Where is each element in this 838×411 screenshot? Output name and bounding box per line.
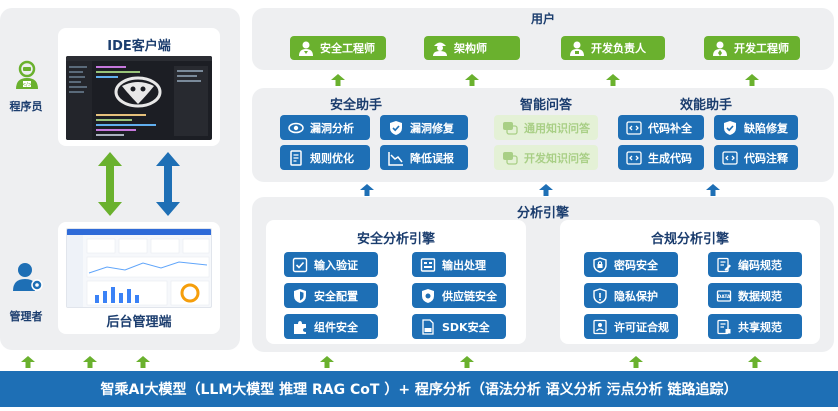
- defect-fix-button[interactable]: 缺陷修复: [714, 115, 798, 140]
- ide-title: IDE客户端: [107, 39, 171, 54]
- shield-alert-icon: [592, 287, 608, 304]
- shield-check-icon: [388, 120, 404, 136]
- sync-arrow-green: [98, 152, 122, 216]
- chat-icon: [502, 150, 518, 166]
- crypto-security-button[interactable]: 密码安全: [584, 252, 678, 277]
- coding-standard-button[interactable]: 编码规范: [708, 252, 802, 277]
- arrow-up-icon: [539, 184, 553, 196]
- engine-title: 分析引擎: [516, 206, 569, 221]
- user-security-engineer[interactable]: 安全工程师: [290, 36, 386, 60]
- code-completion-button[interactable]: 代码补全: [618, 115, 704, 140]
- vuln-fix-button[interactable]: 漏洞修复: [380, 115, 468, 140]
- engineer-icon: [298, 40, 314, 56]
- code-icon: [626, 150, 642, 166]
- checkbox-icon: [292, 257, 308, 273]
- user-label: 开发工程师: [734, 42, 789, 55]
- user-label: 安全工程师: [320, 42, 375, 55]
- admin-label: 管理者: [9, 310, 43, 323]
- user-developer[interactable]: 开发工程师: [704, 36, 800, 60]
- ide-screenshot: [66, 56, 212, 140]
- sharing-standard-button[interactable]: 共享规范: [708, 314, 802, 339]
- shield-icon: [292, 288, 308, 304]
- arrow-up-icon: [21, 356, 35, 368]
- arrow-up-icon: [331, 74, 345, 86]
- license-compliance-button[interactable]: 许可证合规: [584, 314, 678, 339]
- backend-title: 后台管理端: [106, 315, 172, 330]
- admin-gear-icon: [12, 262, 44, 292]
- users-title: 用户: [530, 12, 555, 26]
- user-label: 架构师: [454, 42, 487, 55]
- arrow-up-icon: [320, 356, 334, 368]
- user-label: 开发负责人: [591, 42, 646, 55]
- data-standard-button[interactable]: DATA 数据规范: [708, 283, 802, 308]
- data-box-icon: DATA: [716, 288, 732, 304]
- generate-code-button[interactable]: 生成代码: [618, 145, 704, 170]
- security-engine-title: 安全分析引擎: [356, 232, 435, 247]
- efficiency-assistant-title: 效能助手: [679, 98, 732, 113]
- code-icon: [626, 120, 642, 136]
- input-validation-button[interactable]: 输入验证: [284, 252, 378, 277]
- arrow-up-icon: [460, 356, 474, 368]
- chart-down-icon: [388, 150, 404, 166]
- chat-icon: [502, 120, 518, 136]
- output-handling-button[interactable]: 输出处理: [412, 252, 506, 277]
- user-architect[interactable]: 架构师: [424, 36, 520, 60]
- svg-text:</>: </>: [22, 82, 32, 88]
- code-comment-button[interactable]: 代码注释: [714, 145, 798, 170]
- arrow-up-icon: [136, 356, 150, 368]
- arrow-up-icon: [748, 356, 762, 368]
- output-icon: [420, 257, 436, 273]
- dev-qa-button[interactable]: 开发知识问答: [494, 145, 598, 170]
- qa-title: 智能问答: [519, 98, 572, 113]
- arrow-up-icon: [706, 184, 720, 196]
- doc-edit-icon: [716, 257, 732, 273]
- developer-icon: [712, 40, 728, 56]
- programmer-label: 程序员: [9, 100, 43, 113]
- dev-lead-icon: [569, 40, 585, 56]
- arrow-up-icon: [606, 74, 620, 86]
- vuln-analysis-button[interactable]: 漏洞分析: [280, 115, 370, 140]
- code-icon: [722, 150, 738, 166]
- general-qa-button[interactable]: 通用知识问答: [494, 115, 598, 140]
- supply-chain-button[interactable]: 供应链安全: [412, 283, 506, 308]
- sdk-file-icon: [420, 318, 436, 335]
- doc-lock-icon: [716, 319, 732, 335]
- arrow-up-icon: [745, 74, 759, 86]
- shield-check-icon: [722, 120, 738, 136]
- svg-text:DATA: DATA: [717, 294, 731, 300]
- foundation-bar: 智乘AI大模型（LLM大模型 推理 RAG CoT ）+ 程序分析（语法分析 语…: [0, 371, 838, 407]
- puzzle-icon: [292, 319, 308, 335]
- rule-optimize-button[interactable]: 规则优化: [280, 145, 370, 170]
- reduce-false-positive-button[interactable]: 降低误报: [380, 145, 468, 170]
- arrow-up-icon: [629, 356, 643, 368]
- compliance-engine-title: 合规分析引擎: [650, 232, 729, 247]
- lock-shield-icon: [592, 256, 608, 273]
- arrow-up-icon: [83, 356, 97, 368]
- architect-icon: [432, 40, 448, 56]
- privacy-button[interactable]: 隐私保护: [584, 283, 678, 308]
- sdk-security-button[interactable]: SDK安全: [412, 314, 506, 339]
- eye-icon: [288, 120, 304, 136]
- security-assistant-title: 安全助手: [329, 98, 382, 113]
- arrow-up-icon: [465, 74, 479, 86]
- shield-gear-icon: [420, 288, 436, 304]
- user-dev-lead[interactable]: 开发负责人: [561, 36, 665, 60]
- backend-screenshot: [66, 228, 212, 308]
- security-config-button[interactable]: 安全配置: [284, 283, 378, 308]
- sync-arrow-blue: [156, 152, 180, 216]
- component-security-button[interactable]: 组件安全: [284, 314, 378, 339]
- license-icon: [592, 319, 608, 335]
- document-icon: [288, 149, 304, 166]
- programmer-icon: </>: [14, 60, 40, 90]
- arrow-up-icon: [360, 184, 374, 196]
